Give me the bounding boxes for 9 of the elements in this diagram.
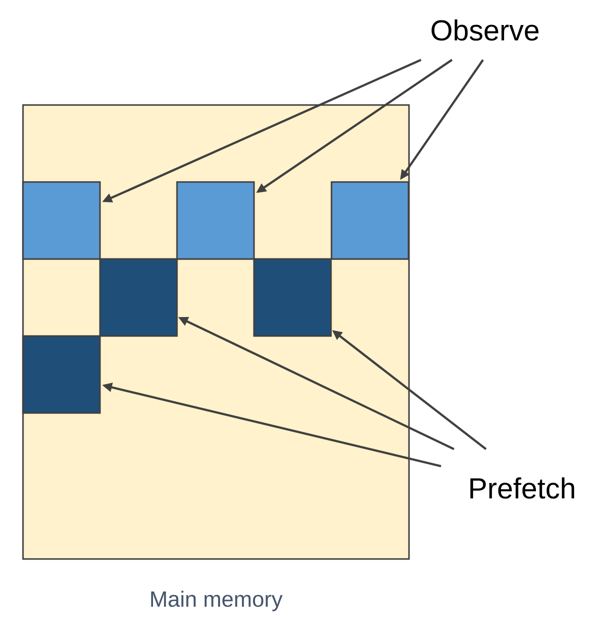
memory-cell bbox=[22, 181, 101, 260]
prefetch-label: Prefetch bbox=[470, 477, 574, 499]
memory-cell bbox=[330, 181, 410, 260]
memory-cell bbox=[176, 181, 255, 260]
memory-label: Main memory bbox=[151, 590, 283, 612]
observe-label: Observe bbox=[432, 19, 538, 41]
memory-cell bbox=[22, 335, 101, 414]
memory-cell bbox=[99, 258, 178, 337]
memory-cell bbox=[253, 258, 332, 337]
